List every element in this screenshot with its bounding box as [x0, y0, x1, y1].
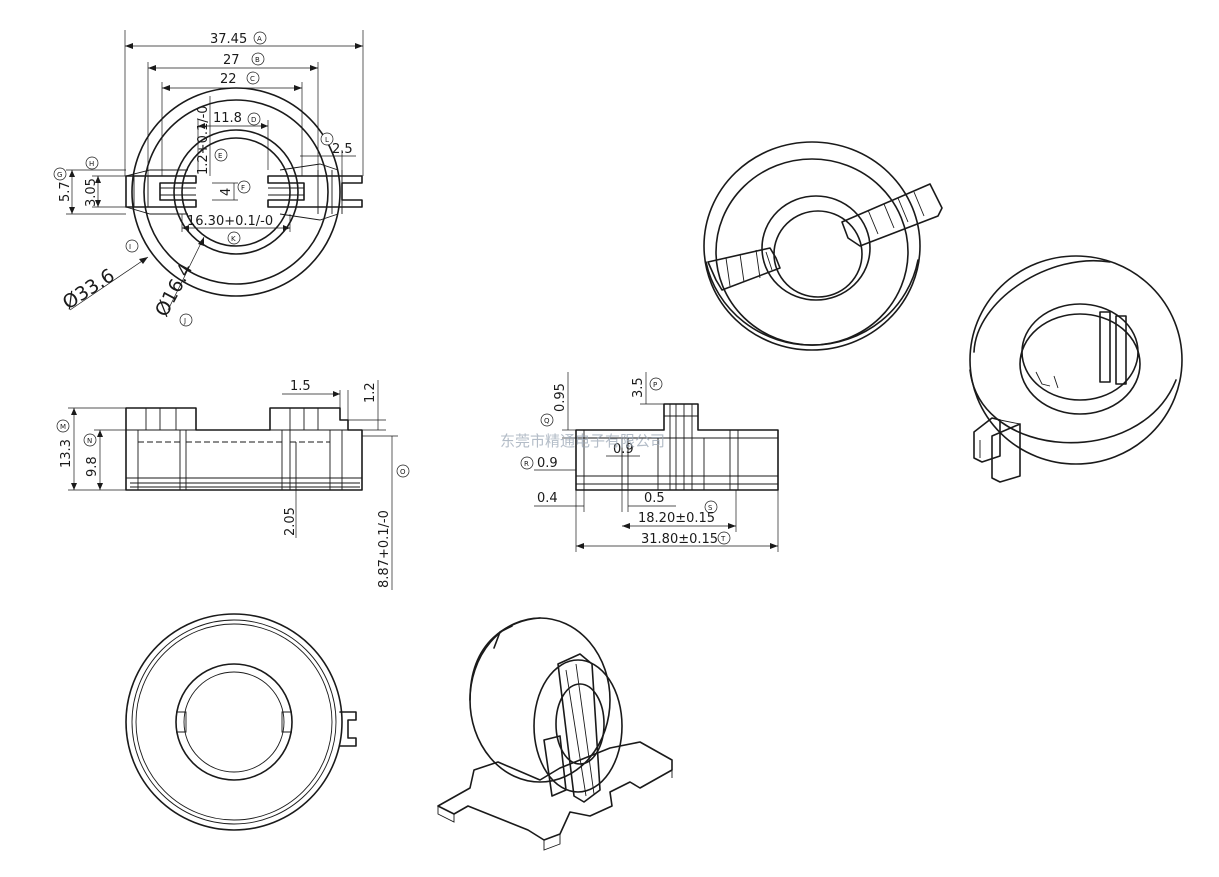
tag-p: P — [653, 381, 657, 389]
tag-h: H — [89, 160, 94, 168]
side-dim-left: 0.4 — [537, 491, 558, 506]
tag-f: F — [241, 184, 245, 192]
tag-a: A — [257, 35, 262, 43]
inner-bore-outer-circle — [173, 129, 299, 255]
dim-j-label: Ø16.4 — [151, 259, 197, 320]
tag-s: S — [708, 504, 713, 512]
top-view: 37.45 A 27 B 22 C 11.8 D 1.2+0.1/-0 E — [53, 30, 364, 327]
tag-k: K — [231, 235, 236, 243]
front-dim-bottom: 2.05 — [283, 507, 298, 536]
tag-j: J — [183, 317, 186, 325]
dim-g-label: 5.7 — [58, 181, 73, 202]
side-dim-s: 18.20±0.15 — [638, 511, 715, 526]
tag-o: O — [400, 468, 406, 476]
tag-g: G — [57, 171, 62, 179]
dim-i-label: Ø33.6 — [59, 265, 119, 315]
side-view-outline — [575, 403, 779, 491]
dim-k-label: 16.30+0.1/-0 — [187, 214, 273, 229]
tag-b: B — [255, 56, 260, 64]
front-dim-height: 8.87+0.1/-0 — [377, 510, 392, 588]
side-dim-inner: 0.9 — [613, 442, 634, 457]
tag-q: Q — [544, 417, 550, 425]
iso-side-view — [969, 255, 1183, 483]
front-dim-n: 9.8 — [85, 456, 100, 477]
right-terminal — [267, 175, 363, 208]
tag-d: D — [251, 116, 256, 124]
side-dim-t: 31.80±0.15 — [641, 532, 718, 547]
dim-d-label: 11.8 — [213, 111, 242, 126]
dim-a-label: 37.45 — [210, 32, 247, 47]
side-view: 3.5 P 0.95 Q 0.9 0.9 R 0.4 0.5 S 1 — [520, 372, 779, 552]
front-dim-m: 13.3 — [59, 439, 74, 468]
front-dim-top-b: 1.2 — [363, 382, 378, 403]
front-dim-top-a: 1.5 — [290, 379, 311, 394]
iso-top-view — [703, 141, 943, 351]
bottom-view — [125, 613, 357, 831]
dim-c-label: 22 — [220, 72, 237, 87]
side-dim-mid: 0.5 — [644, 491, 665, 506]
tag-e: E — [218, 152, 222, 160]
left-terminal — [125, 175, 197, 208]
dim-e-label: 1.2+0.1/-0 — [196, 105, 211, 175]
tag-t: T — [720, 535, 726, 543]
dim-l-label: 2.5 — [332, 142, 353, 157]
watermark-text: 东莞市精通电子有限公司 — [500, 432, 665, 450]
tag-r: R — [524, 460, 529, 468]
dim-h-label: 3.05 — [84, 178, 99, 207]
iso-assembly-view — [437, 617, 673, 851]
front-view: 1.5 1.2 13.3 M 9.8 N 8.87+0.1/-0 O 2.05 — [56, 379, 410, 590]
tag-i: I — [129, 243, 131, 251]
tag-m: M — [60, 423, 66, 431]
side-dim-q: 0.95 — [553, 383, 568, 412]
dim-f-label: 4 — [219, 188, 234, 196]
dim-b-label: 27 — [223, 53, 240, 68]
tag-c: C — [250, 75, 255, 83]
inner-bore-circle — [181, 137, 291, 247]
side-dim-p: 3.5 — [631, 377, 646, 398]
tag-l: L — [325, 136, 329, 144]
side-dim-r: 0.9 — [537, 456, 558, 471]
tag-n: N — [87, 437, 92, 445]
outer-ring-inner-circle — [143, 99, 329, 285]
